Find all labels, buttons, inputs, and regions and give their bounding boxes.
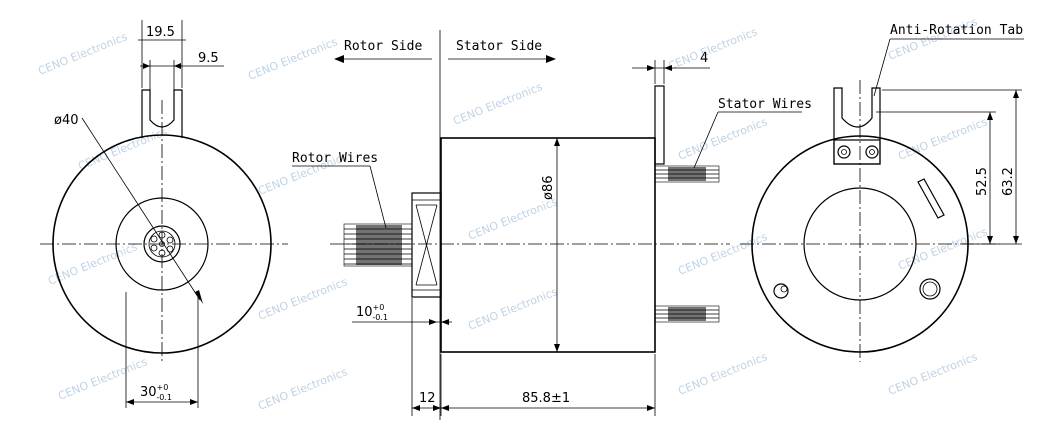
watermark: CENO Electronics: [36, 30, 129, 78]
stator-wire-bundle-top: [654, 165, 720, 183]
dim-dia40: ø40: [54, 113, 79, 128]
watermark: CENO Electronics: [666, 25, 759, 73]
watermark: CENO Electronics: [256, 275, 349, 323]
dim-19-5: 19.5: [146, 25, 175, 40]
watermark: CENO Electronics: [676, 115, 769, 163]
tab-screw-right: [865, 145, 879, 159]
watermark: CENO Electronics: [466, 285, 559, 333]
dim-dia86: ø86: [541, 176, 556, 201]
dim-85-8: 85.8±1: [522, 391, 570, 406]
dim-52-5: 52.5: [975, 167, 990, 196]
left-end-view: ø40 19.5 9.5 30+0-0.1: [40, 20, 288, 408]
flange-circle: [115, 197, 209, 291]
watermark-layer: CENO Electronics CENO Electronics CENO E…: [36, 15, 989, 413]
watermark: CENO Electronics: [896, 225, 989, 273]
watermark: CENO Electronics: [886, 350, 979, 398]
dia40-leader: [81, 117, 201, 301]
stator-wires-leader: [693, 111, 719, 169]
dim-10: 10+0-0.1: [356, 303, 388, 322]
label-rotor-wires: Rotor Wires: [292, 151, 378, 166]
wire-bundle-circle: [148, 230, 176, 258]
dim-30: 30+0-0.1: [140, 383, 172, 402]
tab-leader: [873, 38, 891, 97]
dim-4: 4: [700, 51, 708, 66]
arc-slot: [917, 178, 945, 219]
tab-base: [833, 139, 881, 165]
label-rotor-side: Rotor Side: [344, 39, 422, 54]
watermark: CENO Electronics: [76, 125, 169, 173]
bore-circle: [803, 187, 917, 301]
watermark: CENO Electronics: [676, 350, 769, 398]
dim-9-5: 9.5: [198, 51, 219, 66]
outer-body-circle: [52, 134, 272, 354]
watermark: CENO Electronics: [256, 365, 349, 413]
right-end-view: Anti-Rotation Tab 52.5 63.2: [740, 23, 1024, 362]
mount-hole: [919, 278, 941, 300]
label-stator-side: Stator Side: [456, 39, 542, 54]
anti-rotation-tab: [833, 87, 881, 165]
watermark: CENO Electronics: [246, 35, 339, 83]
rotor-wire-bundle: [343, 223, 413, 267]
stator-wire-bundle-bottom: [654, 305, 720, 323]
wire-holes: [150, 231, 174, 257]
dim-12: 12: [419, 391, 436, 406]
stator-tab-plate: [654, 85, 665, 165]
tab-screw-left: [837, 145, 851, 159]
side-view: Rotor Side Stator Side Rotor Wires: [292, 30, 812, 420]
rotor-wires-leader: [369, 165, 387, 229]
watermark: CENO Electronics: [56, 355, 149, 403]
watermark: CENO Electronics: [466, 195, 559, 243]
dim-63-2: 63.2: [1001, 167, 1016, 196]
tab-outline: [141, 89, 183, 138]
bore-circle: [143, 225, 181, 263]
watermark: CENO Electronics: [46, 240, 139, 288]
small-hole: [773, 283, 789, 299]
watermark: CENO Electronics: [451, 80, 544, 128]
watermark: CENO Electronics: [896, 115, 989, 163]
label-anti-rotation-tab: Anti-Rotation Tab: [890, 23, 1023, 38]
label-stator-wires: Stator Wires: [718, 97, 812, 112]
